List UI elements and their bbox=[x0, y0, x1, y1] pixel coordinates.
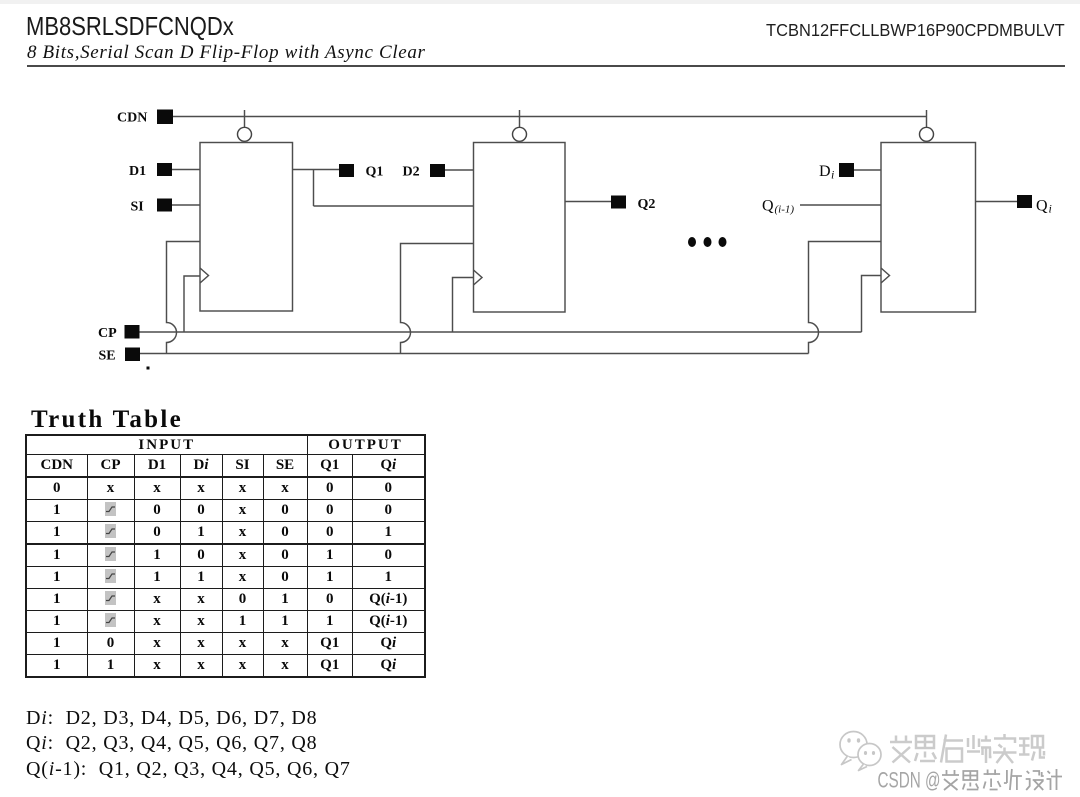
svg-text:CDN: CDN bbox=[117, 111, 147, 126]
svg-text:SE: SE bbox=[99, 349, 116, 364]
svg-text:Q: Q bbox=[762, 198, 774, 215]
svg-text:i: i bbox=[831, 168, 834, 182]
svg-text:D2: D2 bbox=[403, 165, 420, 180]
svg-text:Q: Q bbox=[1036, 198, 1048, 215]
svg-text:CP: CP bbox=[98, 326, 117, 341]
svg-text:i: i bbox=[1049, 202, 1052, 216]
svg-text:(i-1): (i-1) bbox=[775, 204, 795, 216]
svg-text:CSDN @: CSDN @ bbox=[878, 768, 941, 793]
svg-text:D: D bbox=[819, 163, 831, 180]
svg-text:D1: D1 bbox=[129, 164, 146, 179]
svg-text:SI: SI bbox=[131, 200, 144, 215]
svg-text:Q1: Q1 bbox=[366, 165, 384, 180]
svg-text:Q2: Q2 bbox=[638, 197, 656, 212]
